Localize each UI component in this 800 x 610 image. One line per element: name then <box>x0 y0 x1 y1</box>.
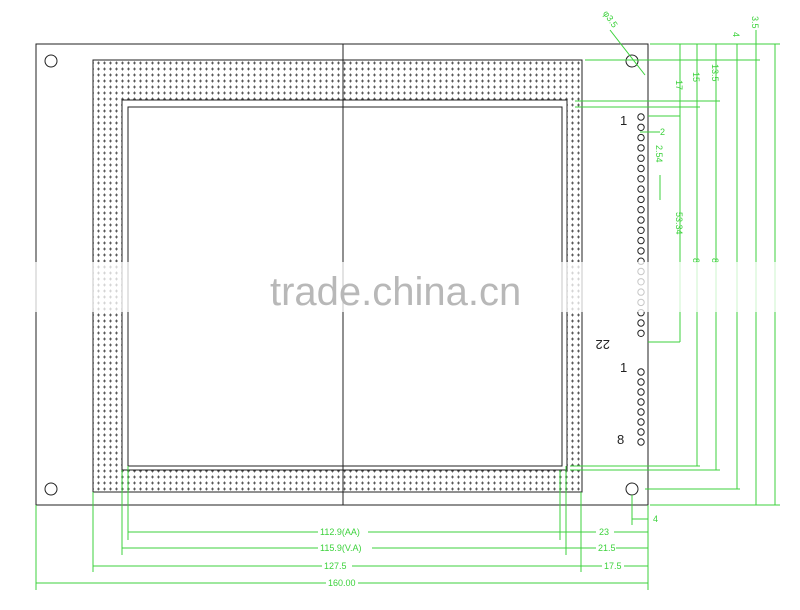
connector-pin <box>637 195 645 204</box>
mounting-hole-icon <box>44 482 58 496</box>
connector-pin <box>637 247 645 255</box>
pin-label-bottom-first: 1 <box>620 360 627 375</box>
dim-bezel: 127.5 <box>324 561 347 571</box>
connector-pin <box>637 408 645 416</box>
dim-4: 4 <box>731 32 741 37</box>
connector-pin <box>637 175 645 183</box>
dim-8b: 8 <box>710 258 720 263</box>
connector-pin <box>637 185 645 193</box>
dim-13-5: 13.5 <box>710 64 720 82</box>
connector-pin <box>637 123 645 132</box>
dim-3-5: 3.5 <box>750 16 760 29</box>
connector-pin <box>637 388 645 396</box>
connector-pin <box>637 154 645 162</box>
dim-53-34: 53.34 <box>674 212 684 235</box>
pin-label-top-first: 1 <box>620 113 627 128</box>
connector-pin <box>637 236 645 245</box>
connector-pin <box>637 133 645 142</box>
dim-2: 2 <box>660 127 665 137</box>
connector-pin <box>637 113 645 121</box>
connector-pin <box>637 418 645 426</box>
watermark: trade.china.cn <box>270 270 521 314</box>
dim-15: 15 <box>691 72 701 82</box>
connector-pin <box>637 329 645 337</box>
connector-pin <box>637 378 645 386</box>
connector-pin <box>637 216 645 224</box>
right-dimensions: φ3.5 17 15 13.5 4 3.5 2 2.54 53.34 8 8 <box>570 9 780 506</box>
hole-diameter-dim: φ3.5 <box>601 9 620 30</box>
dim-17-5: 17.5 <box>604 561 622 571</box>
connector-pin <box>637 319 645 327</box>
connector-pin <box>637 144 645 152</box>
pin-label-bottom-last: 8 <box>617 432 624 447</box>
dim-active-area: 112.9(AA) <box>320 527 360 537</box>
dim-21-5: 21.5 <box>598 543 616 553</box>
bottom-dimensions: 112.9(AA) 115.9(V.A) 127.5 160.00 23 21.… <box>35 466 658 590</box>
dim-8a: 8 <box>691 258 701 263</box>
dim-17: 17 <box>674 80 684 90</box>
connector-pin <box>637 368 645 376</box>
dim-total-width: 160.00 <box>328 578 356 588</box>
dim-4-bottom: 4 <box>653 514 658 524</box>
connector-pin <box>637 206 645 214</box>
mounting-hole-icon <box>44 54 58 68</box>
mounting-hole-icon <box>625 482 639 496</box>
connector-pin <box>637 428 645 436</box>
dim-viewing-area: 115.9(V.A) <box>320 543 362 553</box>
mounting-hole-icon <box>625 54 639 68</box>
connector-pin <box>637 398 645 406</box>
connector-pin <box>637 164 645 173</box>
dim-pitch: 2.54 <box>654 145 664 163</box>
dim-23: 23 <box>599 527 609 537</box>
pin-label-top-last: 22 <box>596 337 610 352</box>
connector-pin <box>637 438 645 446</box>
connector-pin <box>637 226 645 235</box>
